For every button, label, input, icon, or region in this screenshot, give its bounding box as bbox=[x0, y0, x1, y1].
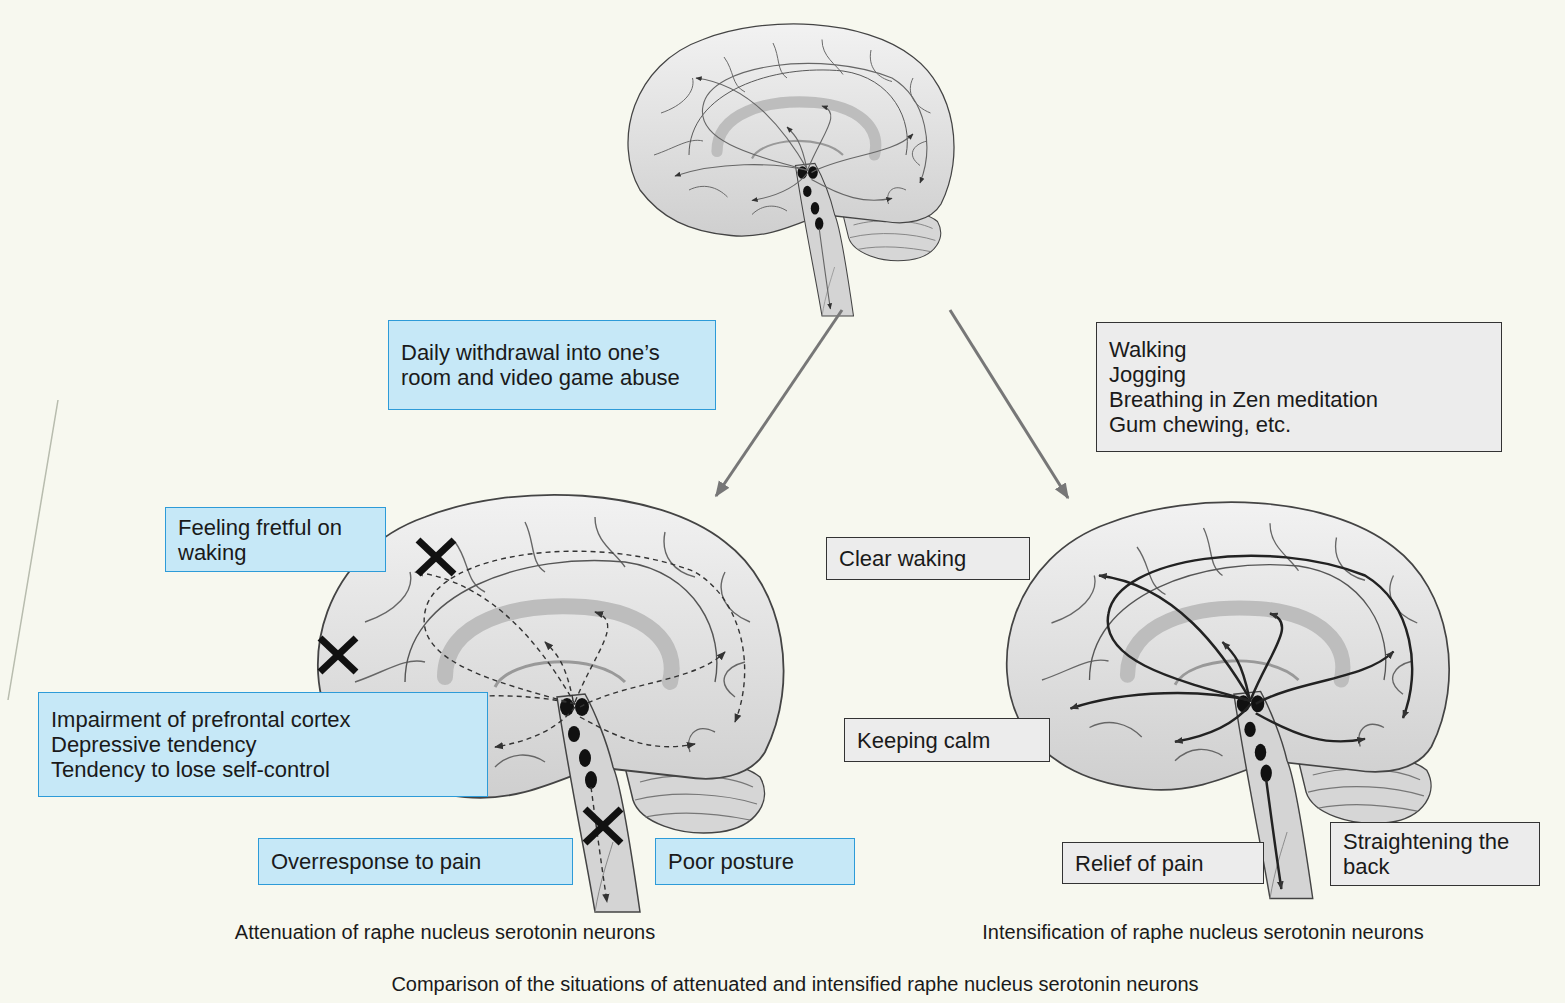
box-text: Daily withdrawal into one’s room and vid… bbox=[401, 340, 703, 390]
box-text: Straightening the back bbox=[1343, 829, 1527, 879]
box-text: Depressive tendency bbox=[51, 732, 475, 757]
box-text: Poor posture bbox=[668, 849, 842, 874]
box-text: Relief of pain bbox=[1075, 851, 1251, 876]
box-text: Clear waking bbox=[839, 546, 1017, 571]
box-text: Walking bbox=[1109, 337, 1489, 362]
panel-caption: Intensification of raphe nucleus seroton… bbox=[982, 920, 1423, 944]
effect-box: Overresponse to pain bbox=[258, 838, 573, 885]
brain-top bbox=[628, 24, 954, 316]
branch-arrow bbox=[950, 310, 1068, 498]
effect-box: Poor posture bbox=[655, 838, 855, 885]
effect-box: Daily withdrawal into one’s room and vid… bbox=[388, 320, 716, 410]
serotonin-projections bbox=[675, 63, 927, 309]
activity-box: WalkingJoggingBreathing in Zen meditatio… bbox=[1096, 322, 1502, 452]
box-text: Feeling fretful on waking bbox=[178, 515, 373, 565]
box-text: Jogging bbox=[1109, 362, 1489, 387]
box-text: Keeping calm bbox=[857, 728, 1037, 753]
effect-box: Feeling fretful on waking bbox=[165, 507, 386, 572]
slide-decoration bbox=[8, 400, 58, 700]
box-text: Breathing in Zen meditation bbox=[1109, 387, 1489, 412]
effect-box: Impairment of prefrontal cortexDepressiv… bbox=[38, 692, 488, 797]
activity-box: Keeping calm bbox=[844, 718, 1050, 762]
panel-caption: Attenuation of raphe nucleus serotonin n… bbox=[235, 920, 655, 944]
activity-box: Relief of pain bbox=[1062, 842, 1264, 884]
box-text: Impairment of prefrontal cortex bbox=[51, 707, 475, 732]
box-text: Tendency to lose self-control bbox=[51, 757, 475, 782]
activity-box: Clear waking bbox=[826, 537, 1030, 580]
activity-box: Straightening the back bbox=[1330, 822, 1540, 886]
box-text: Overresponse to pain bbox=[271, 849, 560, 874]
figure-caption: Comparison of the situations of attenuat… bbox=[391, 972, 1198, 996]
box-text: Gum chewing, etc. bbox=[1109, 412, 1489, 437]
branch-arrow bbox=[716, 310, 842, 496]
